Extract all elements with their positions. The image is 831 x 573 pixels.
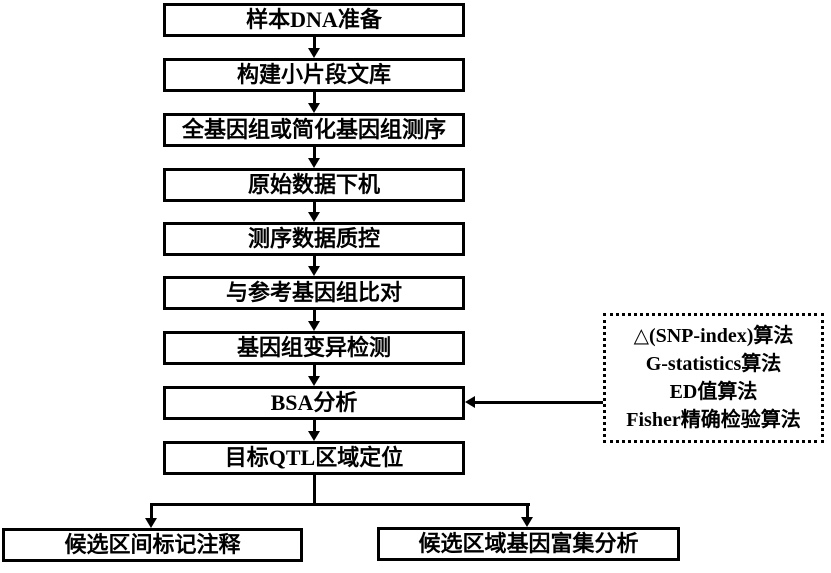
method-ed-value: ED值算法 (669, 381, 758, 403)
flow-step-sequencing: 全基因组或简化基因组测序 (163, 113, 465, 147)
arrow-down-icon (521, 517, 533, 527)
flow-step-variant-detection: 基因组变异检测 (163, 331, 465, 365)
connector-line-4 (313, 202, 316, 212)
connector-line-5 (313, 256, 316, 266)
flow-step-alignment: 与参考基因组比对 (163, 276, 465, 310)
arrow-down-icon (308, 48, 320, 58)
bsa-methods-box: △(SNP-index)算法 G-statistics算法 ED值算法 Fish… (603, 313, 824, 443)
branch-right-line (526, 503, 529, 518)
flow-step-bsa-analysis: BSA分析 (163, 386, 465, 420)
flow-step-qtl-localization: 目标QTL区域定位 (163, 441, 465, 475)
arrow-down-icon (145, 518, 157, 528)
flow-branch-marker-annotation: 候选区间标记注释 (2, 528, 303, 562)
flow-step-sample-dna-prep: 样本DNA准备 (163, 3, 465, 37)
connector-line-8 (313, 420, 316, 431)
methods-arrow-line (475, 401, 603, 404)
flow-step-raw-data: 原始数据下机 (163, 168, 465, 202)
connector-line-2 (313, 92, 316, 103)
branch-stem-line (313, 475, 316, 506)
arrow-left-icon (465, 396, 475, 408)
connector-line-1 (313, 37, 316, 48)
arrow-down-icon (308, 321, 320, 331)
method-g-statistics: G-statistics算法 (645, 353, 782, 375)
branch-left-line (150, 503, 153, 518)
arrow-down-icon (308, 158, 320, 168)
connector-line-3 (313, 147, 316, 158)
arrow-down-icon (308, 266, 320, 276)
arrow-down-icon (308, 376, 320, 386)
flow-branch-gene-enrichment: 候选区域基因富集分析 (377, 527, 680, 561)
arrow-down-icon (308, 212, 320, 222)
branch-cross-line (150, 503, 530, 506)
method-snp-index: △(SNP-index)算法 (633, 325, 794, 347)
method-fisher-test: Fisher精确检验算法 (626, 409, 801, 431)
arrow-down-icon (308, 431, 320, 441)
connector-line-7 (313, 365, 316, 376)
flow-step-data-qc: 测序数据质控 (163, 222, 465, 256)
arrow-down-icon (308, 103, 320, 113)
connector-line-6 (313, 310, 316, 321)
flow-step-library-construction: 构建小片段文库 (163, 58, 465, 92)
